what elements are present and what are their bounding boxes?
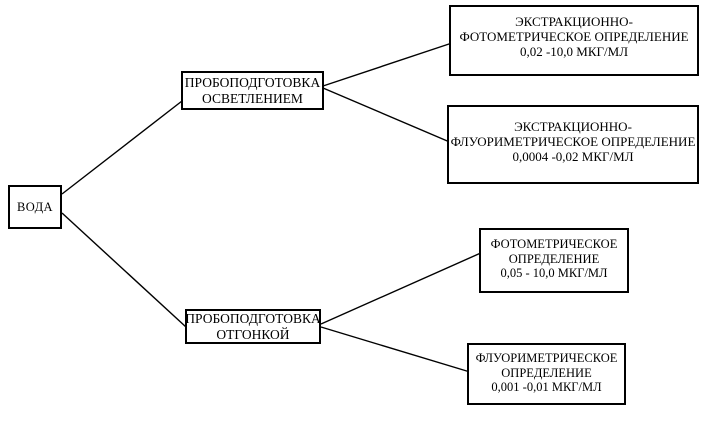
node-fluorimetric-line-1: ФЛУОРИМЕТРИЧЕСКОЕ (475, 351, 618, 365)
node-distill-line-1: ПРОБОПОДГОТОВКА (185, 310, 321, 326)
node-photometric-range: 0,05 - 10,0 МКГ/МЛ (500, 266, 608, 280)
node-photometric-line-2: ОПРЕДЕЛЕНИЕ (508, 251, 600, 266)
node-fluorimetric[interactable]: ФЛУОРИМЕТРИЧЕСКОЕ ОПРЕДЕЛЕНИЕ 0,001 -0,0… (467, 343, 626, 405)
node-extraction-fluorimetric[interactable]: ЭКСТРАКЦИОННО- ФЛУОРИМЕТРИЧЕСКОЕ ОПРЕДЕЛ… (447, 105, 699, 184)
node-photometric[interactable]: ФОТОМЕТРИЧЕСКОЕ ОПРЕДЕЛЕНИЕ 0,05 - 10,0 … (479, 228, 629, 293)
node-fluorimetric-line-2: ОПРЕДЕЛЕНИЕ (501, 365, 592, 380)
node-fluorimetric-range: 0,001 -0,01 МКГ/МЛ (491, 380, 602, 394)
node-extraction-fluorimetric-line-2: ФЛУОРИМЕТРИЧЕСКОЕ ОПРЕДЕЛЕНИЕ (450, 134, 696, 150)
edge-distill-to-photometric (320, 251, 484, 325)
edge-distill-to-fluorimetric (320, 326, 471, 373)
edge-clarify-to-extraction-photometric (322, 41, 456, 87)
edge-clarify-to-extraction-fluorimetric (322, 87, 453, 144)
node-clarify-line-2: ОСВЕТЛЕНИЕМ (202, 90, 303, 106)
node-photometric-line-1: ФОТОМЕТРИЧЕСКОЕ (490, 237, 618, 251)
node-sample-prep-distillation[interactable]: ПРОБОПОДГОТОВКА ОТГОНКОЙ (185, 309, 321, 344)
node-water[interactable]: ВОДА (8, 185, 62, 229)
node-sample-prep-clarification[interactable]: ПРОБОПОДГОТОВКА ОСВЕТЛЕНИЕМ (181, 71, 324, 110)
node-extraction-fluorimetric-range: 0,0004 -0,02 МКГ/МЛ (512, 149, 634, 165)
node-water-line-1: ВОДА (17, 199, 53, 214)
node-extraction-photometric-range: 0,02 -10,0 МКГ/МЛ (519, 44, 629, 60)
node-extraction-photometric-line-2: ФОТОМЕТРИЧЕСКОЕ ОПРЕДЕЛЕНИЕ (459, 29, 689, 45)
node-extraction-photometric[interactable]: ЭКСТРАКЦИОННО- ФОТОМЕТРИЧЕСКОЕ ОПРЕДЕЛЕН… (449, 5, 699, 76)
edge-water-to-distill (61, 212, 187, 328)
node-clarify-line-1: ПРОБОПОДГОТОВКА (184, 74, 321, 90)
node-distill-line-2: ОТГОНКОЙ (216, 326, 290, 342)
node-extraction-photometric-line-1: ЭКСТРАКЦИОННО- (515, 14, 633, 29)
edge-water-to-clarify (61, 100, 183, 195)
node-extraction-fluorimetric-line-1: ЭКСТРАКЦИОННО- (514, 119, 632, 134)
